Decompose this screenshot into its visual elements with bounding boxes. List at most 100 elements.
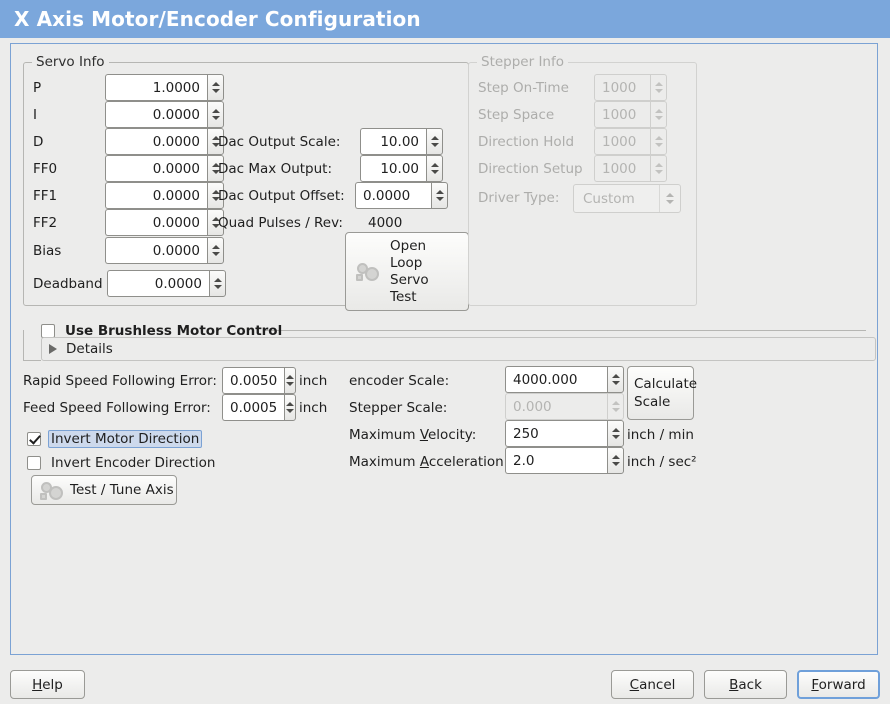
spin-step-space-stepper[interactable] <box>650 101 667 128</box>
spin-stepper-scale-value[interactable]: 0.000 <box>505 393 607 420</box>
details-label: Details <box>66 341 113 357</box>
spin-maximum-velocity-stepper[interactable] <box>607 420 624 447</box>
spin-d-value[interactable]: 0.0000 <box>105 128 207 155</box>
spin-stepper-scale-stepper[interactable] <box>607 393 624 420</box>
spin-direction-setup-stepper[interactable] <box>650 155 667 182</box>
spin-dac-max-output-stepper[interactable] <box>426 155 443 182</box>
spin-step-on-time-value[interactable]: 1000 <box>594 74 650 101</box>
spin-bias-stepper[interactable] <box>207 237 224 264</box>
spin-d[interactable]: 0.0000 <box>105 128 224 155</box>
invert-encoder-direction-checkbox[interactable]: Invert Encoder Direction <box>27 454 218 472</box>
driver-type-combo[interactable]: Custom <box>573 184 681 213</box>
help-button[interactable]: Help <box>10 670 85 699</box>
spin-i-value[interactable]: 0.0000 <box>105 101 207 128</box>
spin-maximum-velocity[interactable]: 250 <box>505 420 624 447</box>
spin-direction-setup-value[interactable]: 1000 <box>594 155 650 182</box>
spin-step-space-value[interactable]: 1000 <box>594 101 650 128</box>
forward-mnemonic: F <box>811 676 819 693</box>
stepper-info-group: Stepper Info Step On-Time Step Space Dir… <box>468 54 697 306</box>
stepper-info-frame <box>468 62 697 306</box>
spin-dac-output-offset[interactable]: 0.0000 <box>355 182 448 209</box>
cancel-button[interactable]: Cancel <box>611 670 694 699</box>
spin-ff1-stepper[interactable] <box>207 182 224 209</box>
label-step-on-time: Step On-Time <box>478 80 569 96</box>
label-quad-pulses-rev: Quad Pulses / Rev: <box>218 215 343 231</box>
spin-rapid-following-error-stepper[interactable] <box>284 367 296 394</box>
spin-dac-max-output-value[interactable]: 10.00 <box>360 155 426 182</box>
invert-motor-direction-checkbox[interactable]: Invert Motor Direction <box>27 430 203 448</box>
open-loop-servo-test-button[interactable]: Open Loop Servo Test <box>345 232 469 311</box>
spin-encoder-scale-value[interactable]: 4000.000 <box>505 366 607 393</box>
spin-maximum-acceleration[interactable]: 2.0 <box>505 447 624 474</box>
calculate-scale-line2: Scale <box>634 394 671 410</box>
spin-direction-hold-stepper[interactable] <box>650 128 667 155</box>
spin-dac-output-scale-value[interactable]: 10.00 <box>360 128 426 155</box>
spin-p-value[interactable]: 1.0000 <box>105 74 207 101</box>
driver-type-value: Custom <box>583 190 635 207</box>
spin-ff0-value[interactable]: 0.0000 <box>105 155 207 182</box>
page-title: X Axis Motor/Encoder Configuration <box>14 7 421 31</box>
spin-bias[interactable]: 0.0000 <box>105 237 224 264</box>
spin-feed-following-error-value[interactable]: 0.0005 <box>222 394 285 421</box>
spin-ff0[interactable]: 0.0000 <box>105 155 224 182</box>
max-velocity-mnemonic: V <box>419 427 428 443</box>
spin-feed-following-error[interactable]: 0.0005 <box>222 394 296 421</box>
spin-dac-output-offset-stepper[interactable] <box>431 182 448 209</box>
spin-encoder-scale[interactable]: 4000.000 <box>505 366 624 393</box>
gears-icon <box>40 480 64 500</box>
spin-ff1-value[interactable]: 0.0000 <box>105 182 207 209</box>
spin-dac-output-scale-stepper[interactable] <box>426 128 443 155</box>
spin-rapid-following-error-value[interactable]: 0.0050 <box>222 367 285 394</box>
test-tune-axis-button[interactable]: Test / Tune Axis <box>31 475 177 505</box>
label-encoder-scale: encoder Scale: <box>349 373 450 389</box>
spin-ff2-value[interactable]: 0.0000 <box>105 209 207 236</box>
spin-ff0-stepper[interactable] <box>207 155 224 182</box>
checkbox-box[interactable] <box>27 456 41 470</box>
spin-maximum-acceleration-stepper[interactable] <box>607 447 624 474</box>
spin-ff2[interactable]: 0.0000 <box>105 209 224 236</box>
forward-button[interactable]: Forward <box>797 670 880 699</box>
spin-encoder-scale-stepper[interactable] <box>607 366 624 393</box>
spin-dac-output-scale[interactable]: 10.00 <box>360 128 443 155</box>
spin-p[interactable]: 1.0000 <box>105 74 224 101</box>
spin-step-on-time[interactable]: 1000 <box>594 74 667 101</box>
label-stepper-scale: Stepper Scale: <box>349 400 448 416</box>
spin-direction-hold-value[interactable]: 1000 <box>594 128 650 155</box>
unit-maximum-velocity: inch / min <box>627 427 694 443</box>
spin-rapid-following-error[interactable]: 0.0050 <box>222 367 296 394</box>
brushless-group: Use Brushless Motor Control Details <box>23 316 876 361</box>
label-dac-output-scale: Dac Output Scale: <box>218 134 341 150</box>
spin-maximum-velocity-value[interactable]: 250 <box>505 420 607 447</box>
cancel-mnemonic: C <box>629 676 640 693</box>
spin-d-stepper[interactable] <box>207 128 224 155</box>
spin-dac-output-offset-value[interactable]: 0.0000 <box>355 182 431 209</box>
label-deadband: Deadband <box>33 276 103 292</box>
spin-p-stepper[interactable] <box>207 74 224 101</box>
spin-ff1[interactable]: 0.0000 <box>105 182 224 209</box>
spin-direction-hold[interactable]: 1000 <box>594 128 667 155</box>
spin-maximum-acceleration-value[interactable]: 2.0 <box>505 447 607 474</box>
spin-step-space[interactable]: 1000 <box>594 101 667 128</box>
spin-deadband-stepper[interactable] <box>209 270 226 297</box>
value-quad-pulses-rev: 4000 <box>368 215 403 231</box>
spin-stepper-scale[interactable]: 0.000 <box>505 393 624 420</box>
spin-feed-following-error-stepper[interactable] <box>284 394 296 421</box>
calculate-scale-button[interactable]: Calculate Scale <box>627 366 697 420</box>
spin-direction-setup[interactable]: 1000 <box>594 155 667 182</box>
spin-step-on-time-stepper[interactable] <box>650 74 667 101</box>
forward-post: orward <box>818 676 866 693</box>
open-loop-line2: Loop <box>390 254 423 271</box>
checkbox-box[interactable] <box>27 432 41 446</box>
max-accel-mnemonic: A <box>419 454 429 470</box>
spin-i-stepper[interactable] <box>207 101 224 128</box>
open-loop-line1: Open <box>390 237 427 254</box>
spin-ff2-stepper[interactable] <box>207 209 224 236</box>
spin-deadband[interactable]: 0.0000 <box>107 270 226 297</box>
back-button[interactable]: Back <box>704 670 787 699</box>
spin-i[interactable]: 0.0000 <box>105 101 224 128</box>
details-expander[interactable]: Details <box>49 341 113 357</box>
checkbox-box[interactable] <box>41 324 55 338</box>
spin-bias-value[interactable]: 0.0000 <box>105 237 207 264</box>
spin-dac-max-output[interactable]: 10.00 <box>360 155 443 182</box>
spin-deadband-value[interactable]: 0.0000 <box>107 270 209 297</box>
